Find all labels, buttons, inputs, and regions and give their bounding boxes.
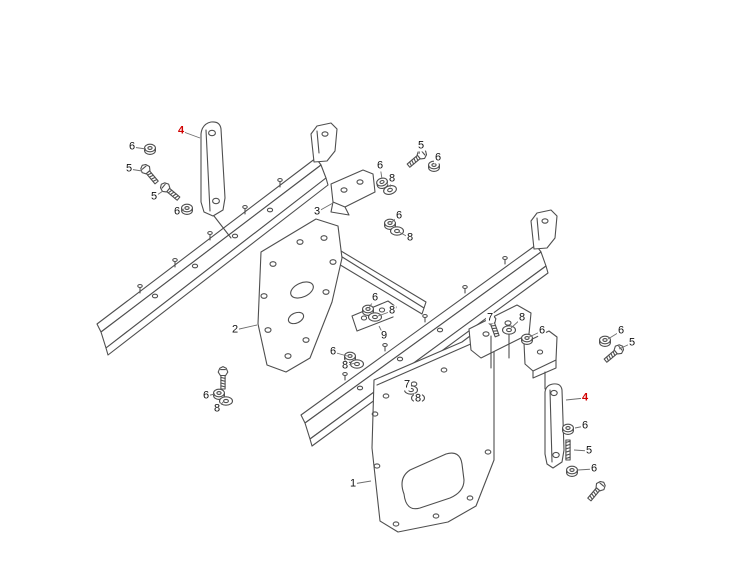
- callout-1-31[interactable]: 1: [348, 477, 358, 490]
- callout-8-7[interactable]: 8: [387, 172, 397, 185]
- callout-7-22[interactable]: 7: [485, 311, 495, 324]
- callout-5-26[interactable]: 5: [627, 336, 637, 349]
- callout-8-21[interactable]: 8: [413, 392, 423, 405]
- callout-8-23[interactable]: 8: [517, 311, 527, 324]
- callout-7-20[interactable]: 7: [402, 378, 412, 391]
- callout-6-28[interactable]: 6: [580, 419, 590, 432]
- callout-6-4[interactable]: 6: [172, 205, 182, 218]
- plate-part-2: [257, 218, 343, 373]
- bracket-part-4-right: [544, 371, 565, 469]
- callout-6-9[interactable]: 6: [433, 151, 443, 164]
- callout-4-27[interactable]: 4: [580, 391, 590, 404]
- callout-5-29[interactable]: 5: [584, 444, 594, 457]
- callout-8-19[interactable]: 8: [212, 402, 222, 415]
- callout-6-0[interactable]: 6: [127, 140, 137, 153]
- callout-4-2[interactable]: 4: [176, 124, 186, 137]
- callout-5-8[interactable]: 5: [416, 139, 426, 152]
- callout-8-14[interactable]: 8: [387, 304, 397, 317]
- callout-6-24[interactable]: 6: [537, 324, 547, 337]
- upper-frame-rail: [96, 157, 329, 356]
- callout-8-17[interactable]: 8: [340, 359, 350, 372]
- callout-6-25[interactable]: 6: [616, 324, 626, 337]
- callout-9-15[interactable]: 9: [379, 329, 389, 342]
- callout-2-12[interactable]: 2: [230, 323, 240, 336]
- lower-rail-end-bracket: [530, 209, 558, 250]
- callout-6-30[interactable]: 6: [589, 462, 599, 475]
- callout-6-16[interactable]: 6: [328, 345, 338, 358]
- callout-6-13[interactable]: 6: [370, 291, 380, 304]
- callout-6-18[interactable]: 6: [201, 389, 211, 402]
- callout-6-6[interactable]: 6: [375, 159, 385, 172]
- upper-rail-end-bracket: [310, 122, 338, 163]
- callout-3-5[interactable]: 3: [312, 205, 322, 218]
- callout-6-10[interactable]: 6: [394, 209, 404, 222]
- callout-5-3[interactable]: 5: [149, 190, 159, 203]
- callout-5-1[interactable]: 5: [124, 162, 134, 175]
- callout-8-11[interactable]: 8: [405, 231, 415, 244]
- bracket-part-4-left: [200, 121, 232, 239]
